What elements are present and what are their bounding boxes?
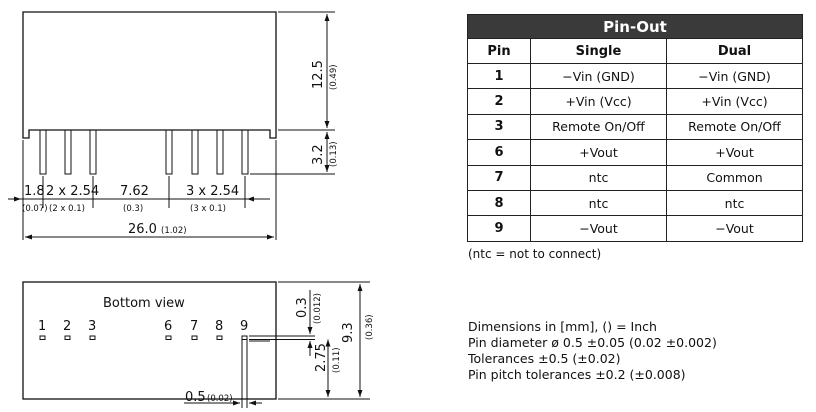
dim-2x254: 2 x 2.54: [46, 184, 99, 199]
side-pins: [39, 129, 249, 175]
dim-2-75-inch: (0.11): [332, 347, 342, 373]
dual-cell: ntc: [666, 189, 803, 217]
table-row: 9 −Vout −Vout: [467, 215, 803, 242]
dim-762: 7.62: [120, 184, 149, 199]
dim-3x254-inch: (3 x 0.1): [190, 204, 226, 214]
bottom-view: [22, 281, 370, 408]
pinout-table: Pin-Out Pin Single Dual 1 −Vin (GND) −Vi…: [467, 14, 803, 242]
pin-length-label: 3.2: [311, 144, 326, 165]
dim-0-5: 0.5: [185, 390, 206, 405]
pin-cell: 3: [467, 113, 531, 141]
single-cell: +Vout: [530, 139, 667, 166]
pin-pads: [39, 335, 248, 340]
dual-cell: Common: [666, 164, 803, 191]
table-row: 2 +Vin (Vcc) +Vin (Vcc): [467, 88, 803, 115]
pin-number: 8: [215, 319, 223, 334]
pin-length-inch: (0.13): [329, 141, 339, 167]
single-cell: +Vin (Vcc): [530, 88, 667, 115]
single-cell: ntc: [530, 164, 667, 191]
pin-number: 1: [38, 319, 46, 334]
dim-2-75: 2.75: [314, 343, 329, 372]
dual-cell: +Vout: [666, 139, 803, 166]
height-inch: (0.49): [329, 64, 339, 90]
pinout-title: Pin-Out: [467, 14, 803, 39]
overall-length: 26.0: [128, 222, 157, 237]
pin-cell: 8: [467, 189, 531, 217]
dim-3x254: 3 x 2.54: [186, 184, 239, 199]
table-row: 1 −Vin (GND) −Vin (GND): [467, 62, 803, 90]
bottom-view-title: Bottom view: [103, 296, 185, 311]
table-row: 8 ntc ntc: [467, 189, 803, 217]
pin-cell: 2: [467, 88, 531, 115]
column-header-single: Single: [530, 38, 667, 64]
dim-762-inch: (0.3): [123, 204, 143, 214]
dim-0-3: 0.3: [295, 297, 310, 318]
dim-0-5-inch: (0.02): [207, 394, 233, 404]
footnote: (ntc = not to connect): [468, 247, 602, 261]
pin-cell: 7: [467, 164, 531, 191]
dual-cell: Remote On/Off: [666, 113, 803, 141]
table-row: 3 Remote On/Off Remote On/Off: [467, 113, 803, 141]
dual-cell: +Vin (Vcc): [666, 88, 803, 115]
note-line: Tolerances ±0.5 (±0.02): [468, 351, 621, 366]
pin-cell: 6: [467, 139, 531, 166]
pin-cell: 1: [467, 62, 531, 90]
dim-0-3-inch: (0.012): [313, 293, 323, 324]
pin-number: 9: [240, 319, 248, 334]
column-header-dual: Dual: [666, 38, 803, 64]
note-line: Pin pitch tolerances ±0.2 (±0.008): [468, 367, 686, 382]
bottom-view-outline: [22, 281, 277, 400]
single-cell: −Vout: [530, 215, 667, 242]
dim-2x254-inch: (2 x 0.1): [49, 204, 85, 214]
single-cell: ntc: [530, 189, 667, 217]
top-view: [8, 11, 335, 240]
dim-1-8: 1.8: [24, 184, 45, 199]
column-header-pin: Pin: [467, 38, 531, 64]
pin-number: 3: [88, 319, 96, 334]
dual-cell: −Vout: [666, 215, 803, 242]
table-row: 6 +Vout +Vout: [467, 139, 803, 166]
dim-9-3: 9.3: [341, 322, 356, 343]
overall-length-inch: (1.02): [161, 226, 187, 236]
dim-9-3-inch: (0.36): [365, 314, 375, 340]
note-line: Dimensions in [mm], () = Inch: [468, 319, 657, 334]
single-cell: −Vin (GND): [530, 62, 667, 90]
bottom-pin-numbers: 1 2 3 6 7 8 9: [38, 319, 248, 334]
dimension-notes: Dimensions in [mm], () = Inch Pin diamet…: [468, 319, 717, 383]
dim-1-8-inch: (0.07): [22, 204, 48, 214]
note-line: Pin diameter ø 0.5 ±0.05 (0.02 ±0.002): [468, 335, 717, 350]
pin-number: 7: [190, 319, 198, 334]
pin-number: 2: [63, 319, 71, 334]
module-body-outline: [22, 11, 277, 139]
pin-cell: 9: [467, 215, 531, 242]
table-row: 7 ntc Common: [467, 164, 803, 191]
pin-number: 6: [164, 319, 172, 334]
single-cell: Remote On/Off: [530, 113, 667, 141]
dual-cell: −Vin (GND): [666, 62, 803, 90]
height-label: 12.5: [311, 60, 326, 89]
